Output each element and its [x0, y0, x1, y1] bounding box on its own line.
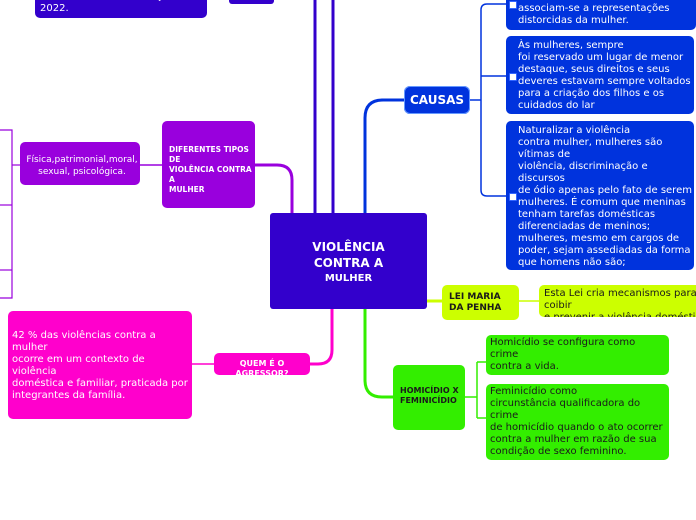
lei-label: LEI MARIA DA PENHA	[449, 292, 502, 313]
causa-item-3-text: Naturalizar a violência contra mulher, m…	[518, 125, 692, 268]
central-topic-line3: MULHER	[324, 273, 373, 284]
causa-item-2-text: Às mulheres, sempre foi reservado um lug…	[518, 40, 691, 111]
collapse-toggle-icon[interactable]	[509, 73, 517, 81]
agressor-label: QUEM É O AGRESSOR?	[235, 359, 289, 378]
homicidio-item-1-text: Homicídio se configura como crime contra…	[490, 337, 636, 372]
causas-label: CAUSAS	[409, 93, 465, 107]
collapse-toggle-icon[interactable]	[509, 193, 517, 201]
lei-maria-da-penha-node[interactable]: LEI MARIA DA PENHA	[442, 285, 519, 320]
tipos-desc-node[interactable]: Física,patrimonial,moral, sexual, psicol…	[20, 142, 140, 185]
tipos-desc: Física,patrimonial,moral, sexual, psicol…	[26, 155, 138, 177]
homicidio-item-2[interactable]: Feminicídio como circunstância qualifica…	[486, 384, 669, 460]
top-center-node-partial[interactable]	[229, 0, 274, 4]
homicidio-feminicidio-node[interactable]: HOMICÍDIO X FEMINICÍDIO	[393, 365, 465, 430]
tipos-label: DIFERENTES TIPOS DE VIOLÊNCIA CONTRA A M…	[169, 145, 252, 194]
causas-node[interactable]: CAUSAS	[404, 86, 470, 114]
agressor-desc: 42 % das violências contra a mulher ocor…	[12, 330, 188, 401]
tipos-node[interactable]: DIFERENTES TIPOS DE VIOLÊNCIA CONTRA A M…	[162, 121, 255, 208]
homicidio-item-1[interactable]: Homicídio se configura como crime contra…	[486, 335, 669, 375]
causa-item-1[interactable]: associam-se a representações distorcidas…	[506, 0, 696, 30]
top-left-note[interactable]: contra as mulheres até junho de 2022.	[35, 0, 207, 18]
central-topic[interactable]: VIOLÊNCIA CONTRA A MULHER	[270, 213, 427, 309]
agressor-desc-node[interactable]: 42 % das violências contra a mulher ocor…	[8, 311, 192, 419]
homicidio-item-2-text: Feminicídio como circunstância qualifica…	[490, 386, 663, 457]
central-topic-line1: VIOLÊNCIA	[312, 240, 385, 254]
collapse-toggle-icon[interactable]	[509, 1, 517, 9]
agressor-node[interactable]: QUEM É O AGRESSOR?	[214, 353, 310, 378]
causa-item-2[interactable]: Às mulheres, sempre foi reservado um lug…	[506, 36, 694, 114]
top-left-note-text: contra as mulheres até junho de 2022.	[40, 0, 203, 14]
lei-desc: Esta Lei cria mecanismos para coibir e p…	[544, 288, 696, 317]
homicidio-label: HOMICÍDIO X FEMINICÍDIO	[400, 386, 459, 405]
causa-item-1-text: associam-se a representações distorcidas…	[518, 3, 670, 26]
lei-desc-node[interactable]: Esta Lei cria mecanismos para coibir e p…	[539, 285, 696, 317]
central-topic-line2: CONTRA A	[313, 256, 384, 270]
causa-item-3[interactable]: Naturalizar a violência contra mulher, m…	[506, 121, 694, 270]
